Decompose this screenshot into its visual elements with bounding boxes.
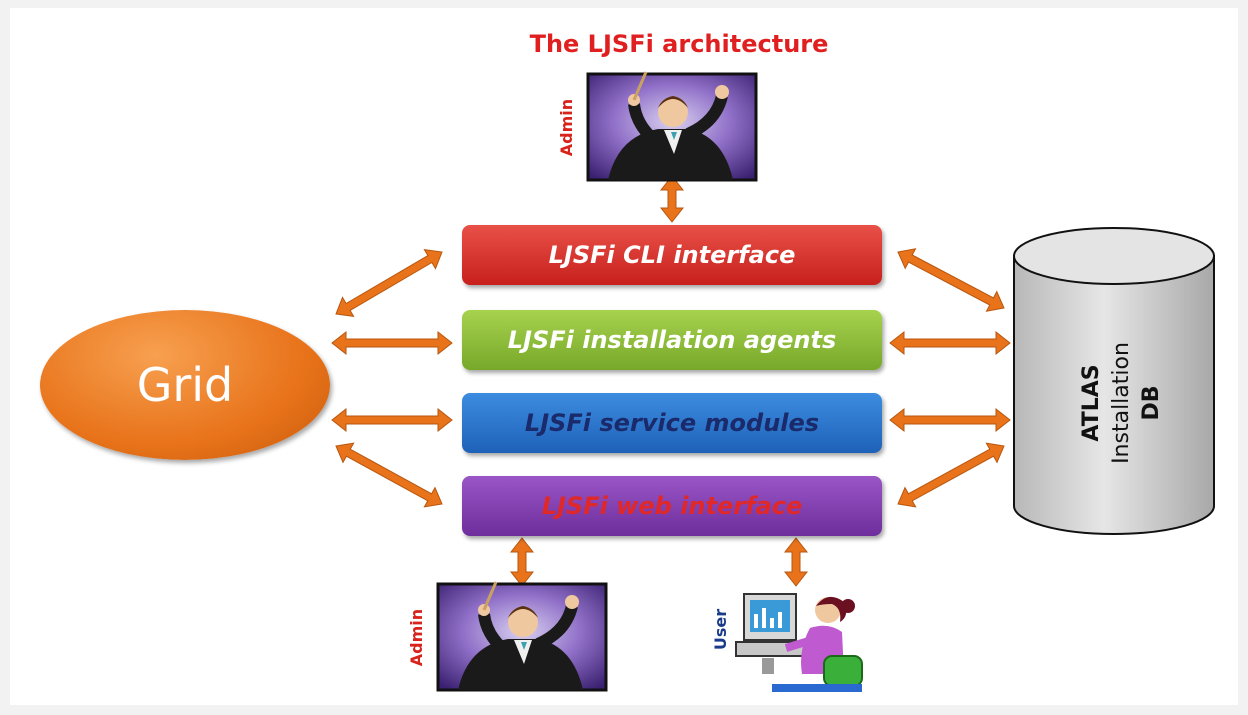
architecture-diagram: The LJSFi architecture <box>10 8 1238 705</box>
connector-layer <box>331 71 1215 692</box>
user-at-computer-icon <box>735 593 863 692</box>
admin-clipart-icon <box>458 581 583 690</box>
user-picture <box>735 593 863 692</box>
web-interface-box: LJSFi web interface <box>462 476 882 536</box>
user-label: User <box>711 608 731 651</box>
arrows <box>331 175 1011 587</box>
diagram-title: The LJSFi architecture <box>529 30 829 58</box>
cli-interface-box: LJSFi CLI interface <box>462 225 882 285</box>
arrow-grid-cli <box>335 248 443 318</box>
grid-label: Grid <box>136 358 234 412</box>
grid-ellipse: Grid <box>40 310 330 460</box>
installation-agents-label: LJSFi installation agents <box>507 326 837 354</box>
admin-bottom-picture <box>436 581 608 692</box>
admin-top-label: Admin <box>557 98 577 157</box>
database-cylinder <box>1013 227 1215 535</box>
arrow-cli-db <box>897 248 1005 312</box>
arrow-service-db <box>889 407 1011 433</box>
database-label: ATLAS Installation DB <box>1022 263 1222 543</box>
admin-clipart-icon <box>608 71 733 180</box>
database-label-line2: Installation <box>1108 342 1134 464</box>
arrow-admin-top-cli <box>659 175 685 223</box>
arrow-web-db <box>897 442 1005 508</box>
arrow-web-admin-bottom <box>509 537 535 587</box>
admin-bottom-label: Admin <box>407 608 427 667</box>
database-label-line3: DB <box>1138 385 1164 421</box>
arrow-grid-service <box>331 407 453 433</box>
database-label-line1: ATLAS <box>1078 364 1104 442</box>
arrow-grid-web <box>335 442 443 508</box>
service-modules-label: LJSFi service modules <box>524 409 820 437</box>
web-interface-label: LJSFi web interface <box>541 492 803 520</box>
admin-top-picture <box>586 71 758 182</box>
arrow-web-user <box>783 537 809 587</box>
arrow-grid-agents <box>331 330 453 356</box>
arrow-agents-db <box>889 330 1011 356</box>
installation-agents-box: LJSFi installation agents <box>462 310 882 370</box>
cli-interface-label: LJSFi CLI interface <box>548 241 796 269</box>
service-modules-box: LJSFi service modules <box>462 393 882 453</box>
